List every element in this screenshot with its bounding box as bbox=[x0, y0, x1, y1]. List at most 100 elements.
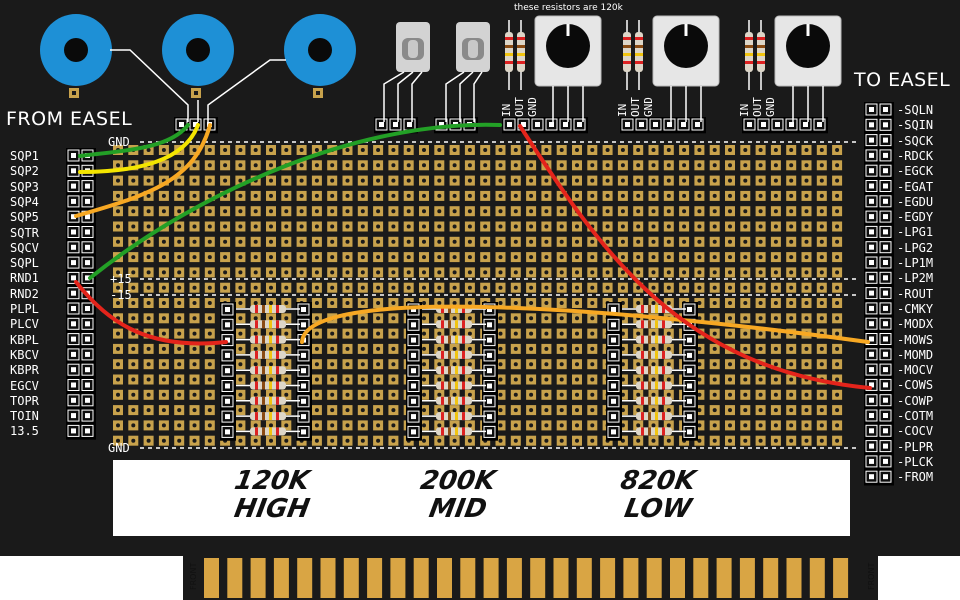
from-easel-title: FROM EASEL bbox=[6, 108, 133, 130]
pot-header-2 bbox=[620, 117, 706, 134]
right-pin-label: -COWP bbox=[897, 393, 934, 408]
band-mid-left-header bbox=[406, 302, 422, 441]
right-pin-label: -LPG1 bbox=[897, 225, 934, 240]
pot-pin-label-out: OUT bbox=[629, 97, 642, 117]
right-pin-label: -SQLN bbox=[897, 103, 934, 117]
band-name-high: HIGH bbox=[232, 494, 312, 524]
wire-red-kbpl bbox=[74, 280, 228, 346]
pot-pin-label-gnd: GND bbox=[526, 97, 539, 117]
left-pin-label: PLPL bbox=[10, 302, 39, 316]
wire-green-sqp1 bbox=[78, 123, 190, 158]
left-pin-label: PLCV bbox=[10, 317, 39, 332]
resistors-high bbox=[236, 305, 300, 436]
left-pin-label: SQP2 bbox=[10, 164, 39, 179]
left-pin-label: TOPR bbox=[10, 393, 39, 408]
band-high-left-header bbox=[220, 302, 236, 441]
pin-headers bbox=[66, 102, 894, 486]
resistor-arrays bbox=[236, 305, 686, 436]
to-easel-title: TO EASEL bbox=[854, 69, 951, 91]
pot-1[interactable] bbox=[505, 15, 602, 122]
jack-3[interactable] bbox=[284, 14, 356, 98]
pot-pin-label-in: IN bbox=[616, 103, 629, 117]
left-pin-label: SQP5 bbox=[10, 210, 39, 225]
right-pin-label: -MOMD bbox=[897, 347, 934, 362]
wires bbox=[74, 122, 872, 390]
pot-header-1 bbox=[502, 117, 588, 134]
resistors-low bbox=[622, 305, 686, 436]
wire-yellow-sqp2 bbox=[78, 123, 200, 174]
right-pin-label: -FROM bbox=[897, 470, 934, 485]
jack-1[interactable] bbox=[40, 14, 112, 98]
right-pin-label: -PLCK bbox=[897, 454, 934, 469]
left-pin-label: 13.5 bbox=[10, 424, 39, 439]
left-pin-label: EGCV bbox=[10, 378, 39, 393]
perfboard-pads bbox=[113, 145, 843, 446]
jack-2[interactable] bbox=[162, 14, 234, 98]
wire-orange-sqp5 bbox=[74, 123, 212, 218]
right-pin-label: -MOCV bbox=[897, 363, 934, 378]
front-label-right: FRONT bbox=[867, 562, 876, 590]
trimmer-header-1 bbox=[374, 117, 418, 134]
right-pin-label: -SQCK bbox=[897, 133, 934, 148]
right-pin-label: -MODX bbox=[897, 317, 934, 332]
pot-pin-label-out: OUT bbox=[513, 97, 526, 117]
left-pin-label: RND1 bbox=[10, 271, 39, 286]
wire-green-rnd1 bbox=[88, 122, 502, 280]
right-pin-label: -EGCK bbox=[897, 164, 934, 179]
left-pin-label: SQTR bbox=[10, 225, 39, 240]
pot-pin-label-in: IN bbox=[738, 103, 751, 117]
pot-pin-label-out: OUT bbox=[751, 97, 764, 117]
label-band bbox=[113, 460, 850, 536]
right-pin-label: -SQIN bbox=[897, 118, 934, 133]
band-low-left-header bbox=[606, 302, 622, 441]
left-pin-label: KBPR bbox=[10, 363, 39, 378]
band-mid-right-header bbox=[482, 302, 498, 441]
left-pin-label: SQCV bbox=[10, 240, 39, 255]
wire-orange-mows bbox=[300, 304, 870, 344]
right-pin-label: -RDCK bbox=[897, 148, 934, 163]
pot-header-3 bbox=[742, 117, 828, 134]
edge-connector-fingers bbox=[204, 558, 849, 598]
left-pin-label: SQP1 bbox=[10, 149, 39, 163]
left-header bbox=[66, 148, 96, 440]
left-pin-label: KBPL bbox=[10, 332, 39, 347]
resistors-mid bbox=[422, 305, 486, 436]
gnd-label-bottom: GND bbox=[108, 441, 130, 455]
pot-pin-label-gnd: GND bbox=[764, 97, 777, 117]
band-value-high: 120K bbox=[232, 466, 312, 496]
band-value-low: 820K bbox=[618, 466, 698, 496]
right-pin-label: -COTM bbox=[897, 409, 934, 423]
right-pin-label: -EGDY bbox=[897, 210, 934, 225]
left-pin-label: SQPL bbox=[10, 256, 39, 271]
trimmer-2[interactable] bbox=[445, 22, 490, 122]
left-pin-label: SQP4 bbox=[10, 194, 39, 209]
front-label-left: FRONT bbox=[189, 562, 198, 590]
right-pin-label: -EGAT bbox=[897, 179, 934, 194]
right-pin-label: -LP1M bbox=[897, 256, 934, 270]
right-pin-label: -MOWS bbox=[897, 332, 934, 347]
potentiometers bbox=[505, 15, 842, 122]
left-pin-label: KBCV bbox=[10, 347, 39, 362]
right-pin-label: -PLPR bbox=[897, 439, 934, 454]
trimmer-1[interactable] bbox=[383, 22, 430, 122]
right-pin-label: -EGDU bbox=[897, 194, 934, 209]
band-name-mid: MID bbox=[426, 494, 490, 524]
right-pin-label: -COCV bbox=[897, 424, 934, 439]
left-pin-label: RND2 bbox=[10, 286, 39, 301]
resistor-note: these resistors are 120k bbox=[514, 3, 623, 13]
pot-2[interactable] bbox=[623, 15, 720, 122]
left-pin-label: SQP3 bbox=[10, 179, 39, 194]
gnd-label-top: GND bbox=[108, 135, 130, 149]
band-value-mid: 200K bbox=[418, 466, 498, 496]
jack-leads bbox=[110, 49, 286, 122]
minus15-label: -15 bbox=[110, 288, 132, 302]
pot-pin-label-in: IN bbox=[500, 103, 513, 117]
plus15-label: +15 bbox=[110, 272, 132, 286]
right-pin-label: -LP2M bbox=[897, 271, 934, 286]
band-high-right-header bbox=[296, 302, 312, 441]
band-name-low: LOW bbox=[622, 494, 694, 524]
pot-3[interactable] bbox=[745, 15, 842, 122]
right-pin-label: -COWS bbox=[897, 378, 934, 393]
right-header bbox=[864, 102, 894, 486]
